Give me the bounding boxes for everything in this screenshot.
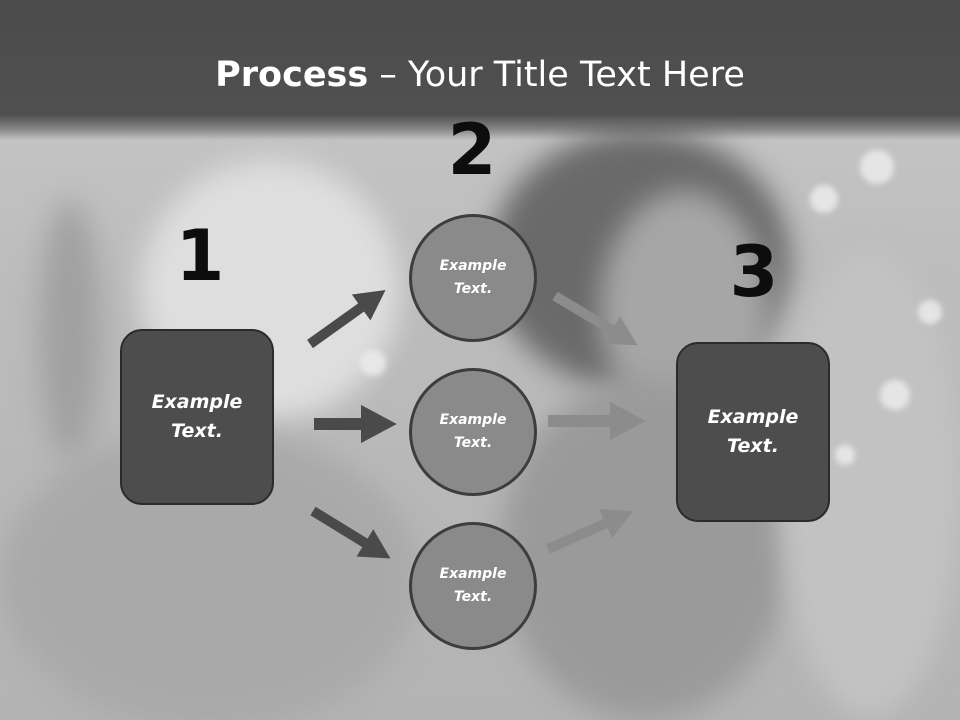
circle-middle-text: Example Text. [439,412,507,451]
arrow-to-circle-bottom [310,506,391,559]
step-1-box-text: Example Text. [151,391,243,442]
title-rest: – Your Title Text Here [368,55,745,95]
arrow-from-circle-top [552,291,638,346]
circle-top-text: Example Text. [439,258,507,297]
step-number-3: 3 [729,231,779,313]
arrow-from-circle-bottom [545,508,633,554]
left-arrows [307,290,397,559]
circle-bottom-text: Example Text. [439,566,507,605]
step-number-1: 1 [175,215,225,297]
step-3-box-text: Example Text. [707,406,799,457]
step-2-circle-bottom: Example Text. [409,522,537,650]
arrow-to-circle-top [307,290,386,349]
step-2-circle-top: Example Text. [409,214,537,342]
right-arrows [545,291,646,554]
step-1-box: Example Text. [120,329,274,505]
step-3-box: Example Text. [676,342,830,522]
title-band [0,0,960,140]
title-bold: Process [215,55,369,95]
step-2-circle-middle: Example Text. [409,368,537,496]
slide-title: Process – Your Title Text Here [0,52,960,98]
step-number-2: 2 [447,109,497,191]
